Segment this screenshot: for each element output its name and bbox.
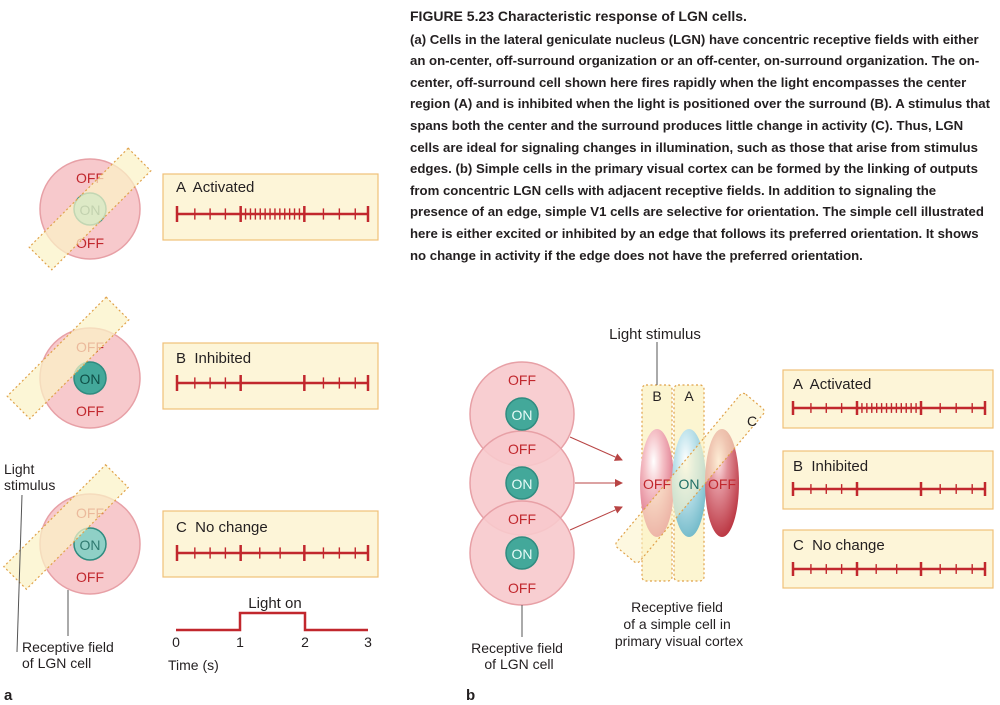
on-label: ON [80, 371, 101, 387]
off-label: OFF [508, 511, 536, 527]
spike-train [175, 206, 370, 222]
on-label: ON [512, 476, 533, 492]
simple-cell-receptive-field: OFF ON OFF B A C Light stimulus [609, 326, 765, 582]
strip-letter-a: A [684, 388, 694, 404]
off-label: OFF [708, 476, 736, 492]
strip-letter-c: C [747, 413, 757, 429]
off-label: OFF [508, 372, 536, 388]
lgn-cell-b: OFF ON OFF [6, 296, 141, 429]
on-center [505, 536, 539, 570]
response-box-a: A Activated [162, 173, 379, 241]
response-box-b: B Inhibited [782, 450, 994, 510]
light-stimulus-bar [2, 463, 130, 591]
on-center [73, 527, 107, 561]
light-on-label: Light on [248, 595, 301, 612]
response-label: B Inhibited [176, 350, 251, 367]
response-label: A Activated [176, 179, 254, 196]
light-stimulus-bar [6, 296, 130, 420]
time-tick-label: 0 [172, 634, 180, 650]
caption-body: (a) Cells in the lateral geniculate nucl… [410, 31, 991, 263]
receptive-field-label: Receptive field of LGN cell [22, 639, 118, 671]
off-label: OFF [76, 235, 104, 251]
response-box-c: C No change [782, 529, 994, 589]
spike-train [175, 375, 370, 391]
on-center [73, 361, 107, 395]
time-axis-label: Time (s) [168, 657, 219, 673]
off-label: OFF [76, 569, 104, 585]
simple-cell-label: Receptive field of a simple cell in prim… [615, 599, 743, 649]
spike-train [791, 482, 987, 496]
time-tick-label: 3 [364, 634, 372, 650]
arrow [569, 506, 623, 531]
on-center [505, 397, 539, 431]
panel-a: OFF ON OFF OFF ON OFF OFF ON OFF A Activ… [2, 147, 379, 704]
off-label: OFF [508, 441, 536, 457]
light-stimulus-label: Light stimulus [4, 461, 55, 493]
arrow [569, 436, 623, 461]
on-label: ON [512, 407, 533, 423]
spike-train [791, 562, 987, 576]
light-stimulus-bar [28, 147, 152, 271]
connection-arrows [569, 436, 623, 531]
panel-letter: b [466, 687, 475, 704]
light-on-timeline: Light on 0 1 2 3 Time (s) [168, 595, 372, 673]
light-stimulus-pointer [16, 494, 23, 653]
strip-letter-b: B [652, 388, 661, 404]
response-label: C No change [793, 537, 885, 554]
on-label: ON [80, 537, 101, 553]
light-on-trace [176, 611, 368, 632]
panel-letter: a [4, 687, 13, 704]
panel-b: ON ON ON OFF OFF OFF OFF OFF ON OFF B A [466, 326, 994, 704]
light-stimulus-label: Light stimulus [609, 326, 701, 343]
response-box-a: A Activated [782, 369, 994, 429]
response-label: B Inhibited [793, 458, 868, 475]
off-label: OFF [508, 580, 536, 596]
lgn-receptive-field-label: Receptive field of LGN cell [471, 640, 567, 672]
response-box-c: C No change [162, 510, 379, 578]
response-label: C No change [176, 519, 268, 536]
light-stimulus-strip-c [615, 392, 765, 564]
caption-title: FIGURE 5.23 Characteristic response of L… [410, 8, 747, 24]
response-label: A Activated [793, 376, 871, 393]
response-box-b: B Inhibited [162, 342, 379, 410]
figure-caption: FIGURE 5.23 Characteristic response of L… [410, 6, 996, 266]
lgn-cell-c: OFF ON OFF [2, 463, 141, 595]
spike-train [791, 401, 987, 415]
time-tick-label: 1 [236, 634, 244, 650]
on-label: ON [679, 476, 700, 492]
on-center [505, 466, 539, 500]
lgn-cell-column: ON ON ON OFF OFF OFF OFF [469, 361, 575, 606]
lgn-cell-a: OFF ON OFF [28, 147, 152, 271]
time-tick-label: 2 [301, 634, 309, 650]
off-label: OFF [643, 476, 671, 492]
spike-train [175, 545, 370, 561]
off-label: OFF [76, 403, 104, 419]
on-label: ON [512, 546, 533, 562]
